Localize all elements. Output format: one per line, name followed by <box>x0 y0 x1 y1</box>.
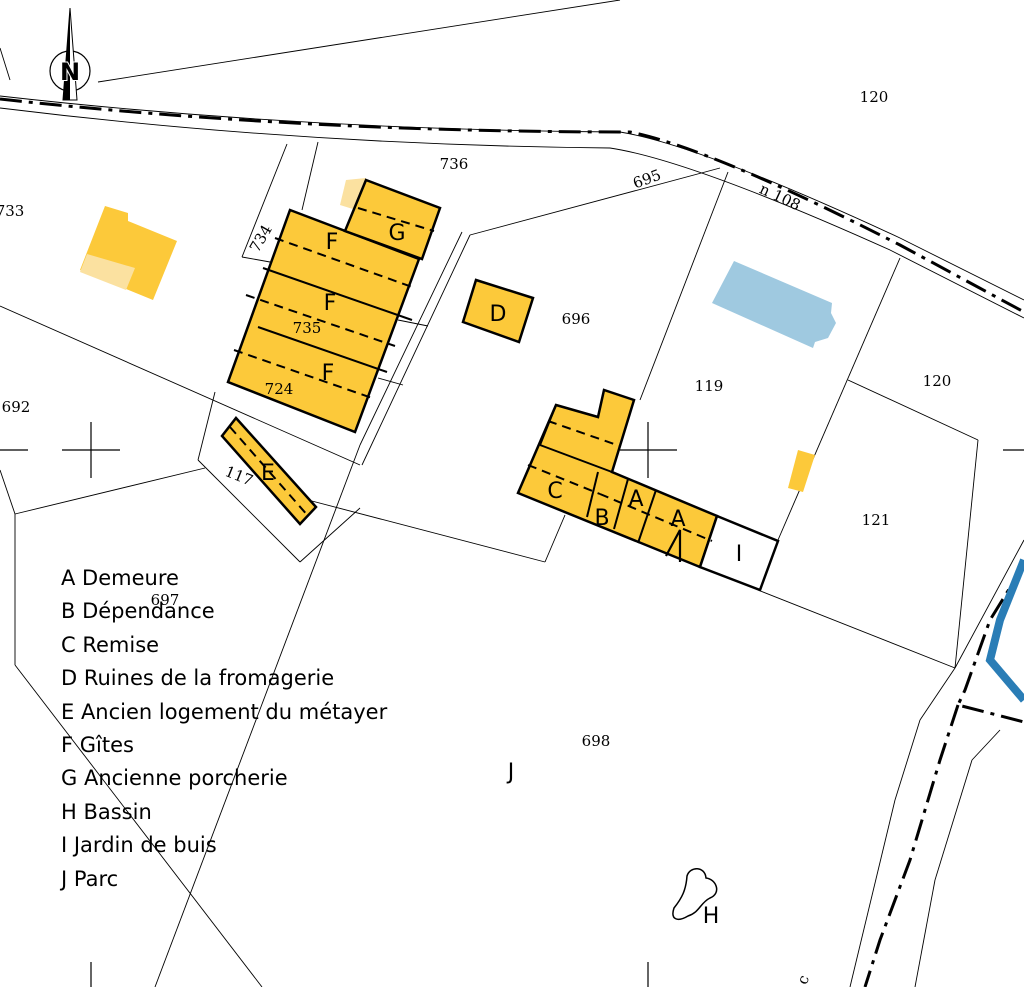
letter-f2: F <box>324 291 337 316</box>
letter-g: G <box>388 221 405 246</box>
letter-c: C <box>547 479 562 504</box>
building-dashes <box>229 207 713 542</box>
letter-f3: F <box>322 361 335 386</box>
pool <box>712 261 836 348</box>
letter-j: J <box>506 760 515 785</box>
legend-item-h: H Bassin <box>61 799 152 824</box>
letter-a1: A <box>628 487 643 512</box>
legend-item-i: I Jardin de buis <box>61 833 217 858</box>
parcel-692: 692 <box>2 398 31 416</box>
bassin-outline <box>672 868 718 921</box>
legend-item-g: G Ancienne porcherie <box>61 766 288 791</box>
road-axis <box>0 97 1024 987</box>
entrance-mark <box>665 529 682 562</box>
legend-item-e: E Ancien logement du métayer <box>61 699 388 724</box>
legend-item-j: J Parc <box>61 866 119 891</box>
parcel-119: 119 <box>695 377 724 395</box>
parcel-736: 736 <box>440 155 469 173</box>
parcel-735: 735 <box>293 319 322 337</box>
building-divisions <box>257 230 657 544</box>
legend-item-d: D Ruines de la fromagerie <box>61 666 335 691</box>
parcel-698: 698 <box>582 732 611 750</box>
parcel-695: 695 <box>630 166 663 193</box>
building-letters: F F F G D E C B A A I J H <box>261 221 742 929</box>
letter-b: B <box>594 506 609 531</box>
letter-a2: A <box>670 507 685 532</box>
legend-item-a: A Demeure <box>61 566 179 590</box>
neighbor-buildings <box>80 178 815 492</box>
parcel-120b: 120 <box>923 372 952 390</box>
letter-h: H <box>703 904 720 929</box>
letter-i: I <box>736 542 743 567</box>
corner-label: c <box>793 973 813 987</box>
letter-d: D <box>490 302 507 327</box>
letter-e: E <box>261 461 275 486</box>
parcel-733: 733 <box>0 202 24 220</box>
building-i <box>698 514 780 592</box>
parcel-734: 734 <box>246 222 276 256</box>
parcel-121: 121 <box>862 511 891 529</box>
parcel-697: 697 <box>151 591 180 609</box>
grid-marks <box>0 422 1024 987</box>
building-d <box>461 278 535 344</box>
legend-item-c: C Remise <box>61 632 160 657</box>
letter-f1: F <box>326 230 339 255</box>
legend: A Demeure B Dépendance C Remise D Ruines… <box>61 562 387 896</box>
north-label: N <box>60 58 80 86</box>
parcel-724: 724 <box>265 380 294 398</box>
legend-item-b: B Dépendance <box>61 599 215 624</box>
parcel-120a: 120 <box>860 88 889 106</box>
north-arrow: N <box>49 7 91 101</box>
water-pond <box>985 558 1024 703</box>
legend-item-f: F Gîtes <box>61 732 134 757</box>
parcel-696: 696 <box>562 310 591 328</box>
